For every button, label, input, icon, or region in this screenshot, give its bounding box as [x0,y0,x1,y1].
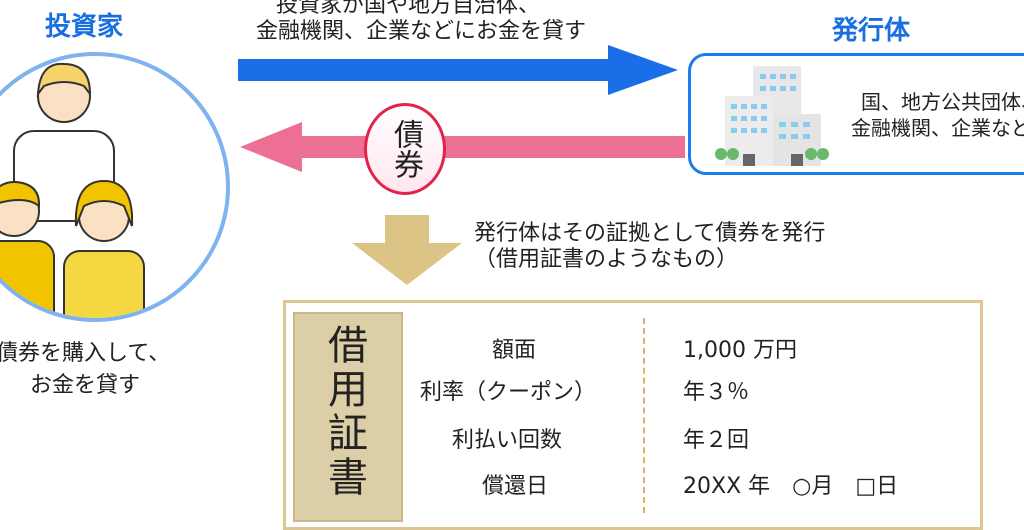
row-label-payments: 利払い回数 [452,428,563,453]
row-value-payments: 年２回 [683,428,750,453]
lend-arrow [238,45,678,95]
row-label-face-value: 額面 [492,338,537,363]
issue-text-1: 発行体はその証拠として債券を発行 [474,221,826,246]
row-value-maturity: 20XX 年 ○月 □日 [683,474,899,499]
investor-title: 投資家 [45,12,124,42]
certificate-divider [643,318,645,513]
bond-arrow [240,122,685,172]
issuer-title: 発行体 [832,16,911,46]
row-value-coupon: 年３％ [683,380,750,405]
certificate-title-char: 用 [328,367,368,413]
issue-text-2: （借用証書のようなもの） [474,247,739,272]
investors-illustration [0,62,145,318]
certificate-title: 借 用 証 書 [293,312,403,522]
row-label-coupon: 利率（クーポン） [420,380,597,405]
row-value-face-value: 1,000 万円 [683,338,797,363]
bond-label: 債券 [388,119,423,179]
issuer-box: 国、地方公共団体、 金融機関、企業など [688,53,1024,175]
issue-arrow [352,215,462,285]
investor-caption-2: お金を貸す [30,373,141,398]
issuer-desc-1: 国、地方公共団体、 [861,90,1024,114]
top-arrow-text-1: 投資家が国や地方自治体、 [276,0,541,18]
bond-badge: 債券 [364,103,446,195]
investor-circle [0,52,230,322]
certificate-title-char: 書 [328,455,368,501]
investor-caption-1: 債券を購入して、 [0,341,171,366]
certificate-title-char: 借 [328,323,368,369]
certificate-title-char: 証 [328,411,368,457]
top-arrow-text-2: 金融機関、企業などにお金を貸す [256,19,587,44]
building-icon [715,66,829,166]
row-label-maturity: 償還日 [482,474,549,499]
issuer-desc-2: 金融機関、企業など [851,116,1024,140]
